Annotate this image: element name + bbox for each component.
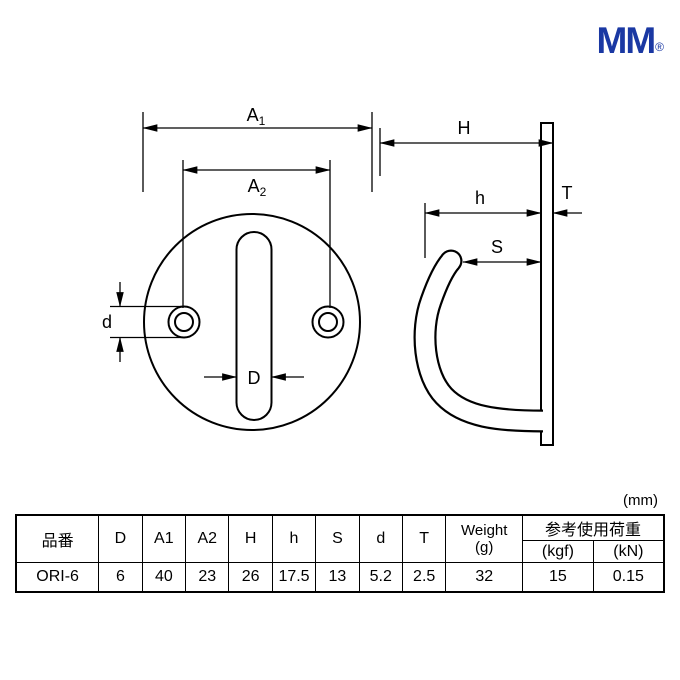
dim-D-label: D xyxy=(248,368,261,388)
cell-part-no: ORI-6 xyxy=(15,562,100,593)
header-load-kgf: (kgf) xyxy=(522,540,594,563)
header-A1: A1 xyxy=(141,514,187,563)
registered-mark: ® xyxy=(655,40,664,54)
table-header-row-1: 品番 D A1 A2 H h S d T Weight (g) 参考使用荷重 xyxy=(15,514,665,563)
front-left-hole-inner xyxy=(174,312,194,332)
cell-load-kgf: 15 xyxy=(522,562,594,593)
mm-logo: MM® xyxy=(597,22,665,59)
unit-note: (mm) xyxy=(623,492,658,509)
mm-logo-text: MM xyxy=(596,20,657,61)
dim-a1-label: A1 xyxy=(247,105,266,128)
technical-drawing: A1 A2 d D H h T S xyxy=(102,105,582,446)
side-hook-tip xyxy=(441,251,461,271)
dim-h-label: h xyxy=(475,188,485,208)
table-data-row: ORI-6 6 40 23 26 17.5 13 5.2 2.5 32 15 0… xyxy=(15,562,665,593)
cell-A2: 23 xyxy=(185,562,230,593)
dim-S-label: S xyxy=(491,237,503,257)
header-part-no: 品番 xyxy=(15,514,100,563)
table-header-row-2: (kgf) (kN) xyxy=(16,540,665,563)
header-weight-line2: (g) xyxy=(475,539,494,556)
spec-table: 品番 D A1 A2 H h S d T Weight (g) 参考使用荷重 (… xyxy=(15,514,665,593)
side-hook-body xyxy=(415,254,544,431)
cell-weight: 32 xyxy=(445,562,524,593)
front-right-hole-inner xyxy=(318,312,338,332)
header-working-load: 参考使用荷重 xyxy=(522,514,665,541)
header-D: D xyxy=(98,514,143,563)
cell-S: 13 xyxy=(315,562,360,593)
cell-D: 6 xyxy=(98,562,143,593)
side-plate xyxy=(540,122,554,446)
dim-T-label: T xyxy=(562,183,573,203)
header-load-kn: (kN) xyxy=(592,540,665,563)
cell-load-kn: 0.15 xyxy=(592,562,665,593)
front-slot xyxy=(235,231,273,421)
header-S: S xyxy=(315,514,360,563)
header-weight: Weight (g) xyxy=(445,514,524,563)
header-weight-line1: Weight xyxy=(461,522,508,539)
dim-H-label: H xyxy=(458,118,471,138)
header-d: d xyxy=(358,514,403,563)
header-A2: A2 xyxy=(185,514,230,563)
cell-T: 2.5 xyxy=(401,562,447,593)
header-H: H xyxy=(228,514,273,563)
dim-a2-label: A2 xyxy=(248,176,267,199)
dim-d-label: d xyxy=(102,312,112,332)
cell-h: 17.5 xyxy=(271,562,317,593)
cell-A1: 40 xyxy=(141,562,187,593)
header-T: T xyxy=(401,514,447,563)
cell-d: 5.2 xyxy=(358,562,403,593)
header-h: h xyxy=(271,514,317,563)
cell-H: 26 xyxy=(228,562,273,593)
